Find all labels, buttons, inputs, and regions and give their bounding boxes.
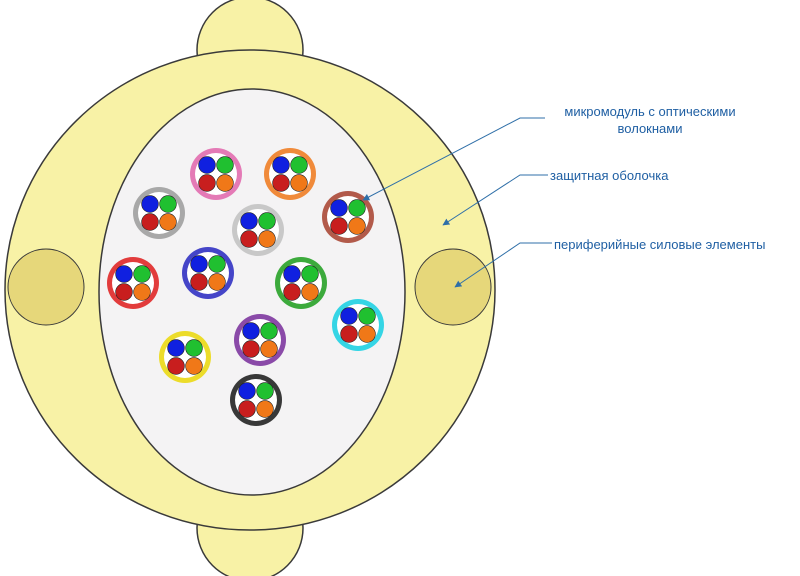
fiber-green <box>258 212 276 230</box>
fiber-blue <box>272 156 290 174</box>
fiber-green <box>133 265 151 283</box>
fiber-blue <box>115 265 133 283</box>
label-micromodule-line1: микромодуль с оптическими <box>564 104 736 119</box>
fiber-red <box>242 340 260 358</box>
fiber-orange <box>348 217 366 235</box>
label-sheath: защитная оболочка <box>550 168 669 183</box>
micromodule-pink <box>190 148 242 200</box>
fiber-orange <box>159 213 177 231</box>
fiber-green <box>185 339 203 357</box>
fiber-blue <box>330 199 348 217</box>
inner-core <box>98 88 406 496</box>
fiber-green <box>208 255 226 273</box>
fiber-red <box>198 174 216 192</box>
fiber-blue <box>340 307 358 325</box>
fiber-blue <box>283 265 301 283</box>
fiber-orange <box>301 283 319 301</box>
micromodule-blue <box>182 247 234 299</box>
micromodule-aqua <box>332 299 384 351</box>
leader-lines <box>362 117 552 288</box>
fiber-blue <box>167 339 185 357</box>
fiber-orange <box>216 174 234 192</box>
fiber-blue <box>198 156 216 174</box>
fiber-orange <box>290 174 308 192</box>
leader-strength <box>454 242 552 288</box>
micromodule-violet <box>234 314 286 366</box>
fiber-green <box>256 382 274 400</box>
fiber-blue <box>242 322 260 340</box>
fiber-green <box>348 199 366 217</box>
fiber-red <box>238 400 256 418</box>
label-micromodule-line2: волокнами <box>617 121 683 136</box>
fiber-green <box>358 307 376 325</box>
strength-member-left <box>7 248 85 326</box>
micromodules-group <box>107 148 384 426</box>
fiber-blue <box>190 255 208 273</box>
label-micromodule: микромодуль с оптическими волокнами <box>540 103 760 137</box>
leader-micromodule <box>362 117 545 201</box>
fiber-green <box>260 322 278 340</box>
fiber-red <box>272 174 290 192</box>
micromodule-white <box>232 204 284 256</box>
label-strength-members: периферийные силовые элементы <box>554 237 766 252</box>
micromodule-brown <box>322 191 374 243</box>
fiber-red <box>141 213 159 231</box>
fiber-blue <box>240 212 258 230</box>
fiber-orange <box>258 230 276 248</box>
fiber-red <box>340 325 358 343</box>
leader-sheath <box>442 174 548 226</box>
micromodule-gray <box>133 187 185 239</box>
fiber-green <box>301 265 319 283</box>
fiber-red <box>115 283 133 301</box>
fiber-blue <box>238 382 256 400</box>
fiber-orange <box>260 340 278 358</box>
fiber-orange <box>133 283 151 301</box>
micromodule-orange <box>264 148 316 200</box>
fiber-blue <box>141 195 159 213</box>
fiber-red <box>190 273 208 291</box>
fiber-orange <box>358 325 376 343</box>
fiber-red <box>240 230 258 248</box>
fiber-green <box>216 156 234 174</box>
fiber-green <box>290 156 308 174</box>
fiber-green <box>159 195 177 213</box>
fiber-red <box>167 357 185 375</box>
fiber-orange <box>208 273 226 291</box>
fiber-orange <box>185 357 203 375</box>
fiber-orange <box>256 400 274 418</box>
fiber-red <box>330 217 348 235</box>
micromodule-green <box>275 257 327 309</box>
micromodule-red <box>107 257 159 309</box>
fiber-red <box>283 283 301 301</box>
micromodule-black <box>230 374 282 426</box>
micromodule-yellow <box>159 331 211 383</box>
strength-member-right <box>414 248 492 326</box>
